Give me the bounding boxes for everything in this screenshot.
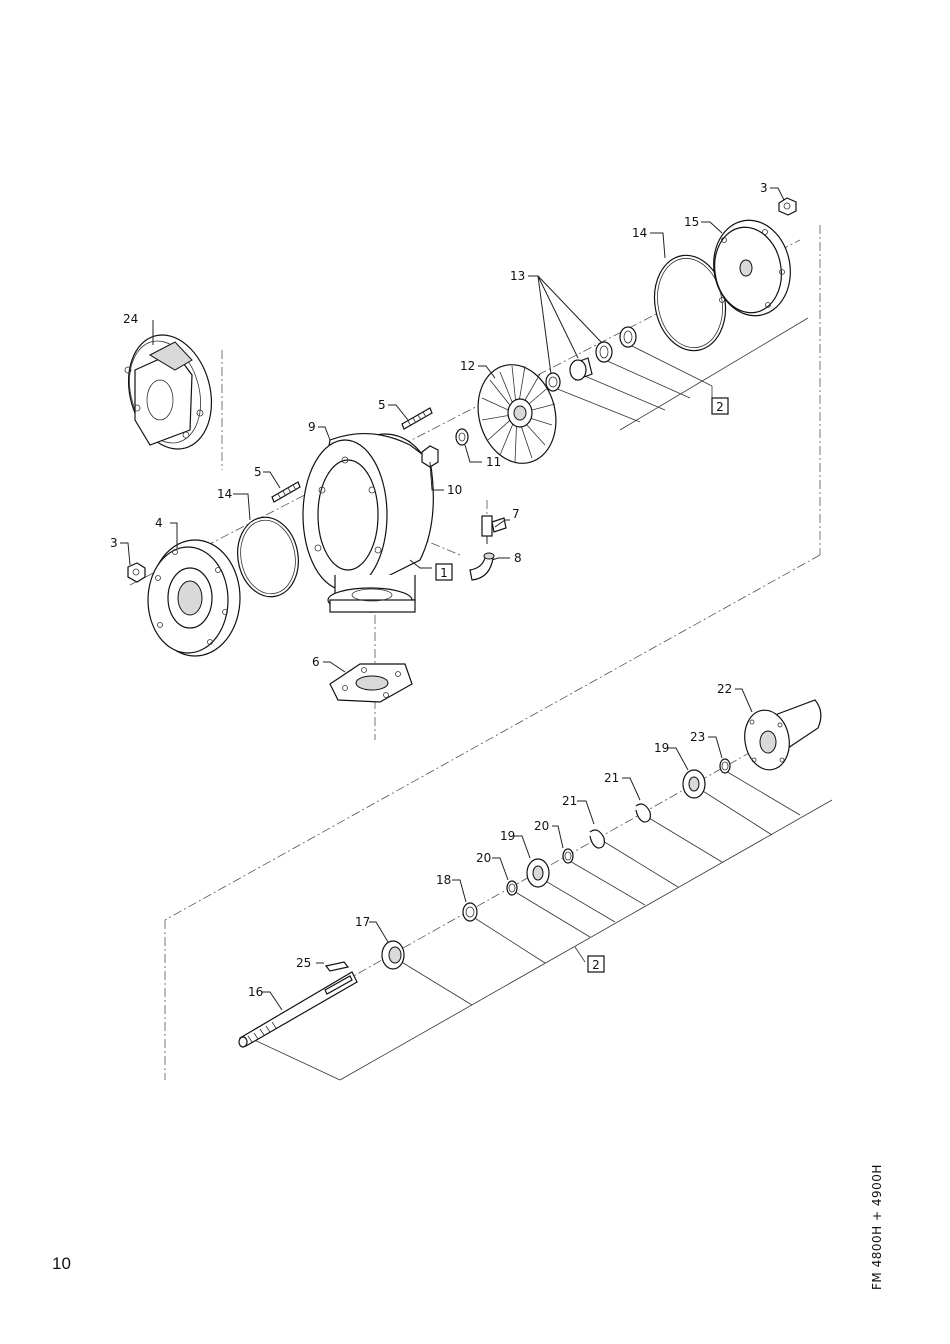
part-25-key <box>326 962 348 971</box>
part-4-end-cover <box>148 540 240 656</box>
callout-22: 22 <box>717 682 732 696</box>
callout-box-1: 1 <box>436 564 452 580</box>
part-8-elbow-fitting <box>470 553 494 580</box>
callout-10: 10 <box>447 483 462 497</box>
part-24-adapter-flange <box>116 326 223 459</box>
callout-13: 13 <box>510 269 525 283</box>
callout-25: 25 <box>296 956 311 970</box>
callout-12: 12 <box>460 359 475 373</box>
callout-21-right: 21 <box>604 771 619 785</box>
model-code: FM 4800H + 4900H <box>870 1164 884 1290</box>
callout-17: 17 <box>355 915 370 929</box>
callout-19-left: 19 <box>500 829 515 843</box>
part-5-stud-left <box>272 482 300 502</box>
part-7-drain-valve <box>482 516 506 544</box>
callout-box-2-upper: 2 <box>712 398 728 414</box>
callout-5-left: 5 <box>254 465 262 479</box>
part-20-spacer-left <box>507 881 517 895</box>
callout-7: 7 <box>512 507 520 521</box>
callout-6: 6 <box>312 655 320 669</box>
callout-20-right: 20 <box>534 819 549 833</box>
svg-text:1: 1 <box>440 566 448 580</box>
callout-3-left: 3 <box>110 536 118 550</box>
callout-box-2-lower: 2 <box>588 956 604 972</box>
callout-23: 23 <box>690 730 705 744</box>
part-21-circlip-left <box>590 830 604 848</box>
assembly-centerlines <box>130 225 820 1080</box>
callout-24: 24 <box>123 312 138 326</box>
part-21-circlip-right <box>636 804 650 822</box>
part-9-pump-casing <box>303 434 433 612</box>
part-3-nut-right <box>779 198 796 215</box>
callout-19-right: 19 <box>654 741 669 755</box>
callout-11: 11 <box>486 455 501 469</box>
svg-text:2: 2 <box>716 400 724 414</box>
part-23-spacer <box>720 759 730 773</box>
part-22-bearing-housing <box>740 700 821 773</box>
part-14-o-ring-left <box>232 512 305 601</box>
callout-8: 8 <box>514 551 522 565</box>
callout-14-right: 14 <box>632 226 647 240</box>
part-16-shaft <box>239 972 357 1047</box>
callout-20-left: 20 <box>476 851 491 865</box>
part-3-nut-left <box>128 563 145 582</box>
page-number: 10 <box>52 1254 71 1274</box>
callout-21-left: 21 <box>562 794 577 808</box>
callout-14-left: 14 <box>217 487 232 501</box>
kit-2-lower-leaders <box>250 770 832 1080</box>
callout-9: 9 <box>308 420 316 434</box>
callout-16: 16 <box>248 985 263 999</box>
svg-text:2: 2 <box>592 958 600 972</box>
part-19-bearing-left <box>527 859 549 887</box>
part-19-bearing-right <box>683 770 705 798</box>
callout-5-right: 5 <box>378 398 386 412</box>
part-17-bearing-cap <box>382 941 404 969</box>
callout-15: 15 <box>684 215 699 229</box>
callout-18: 18 <box>436 873 451 887</box>
part-13-mechanical-seal <box>546 327 636 391</box>
part-18-seal-ring <box>463 903 477 921</box>
part-11-washer <box>456 429 468 445</box>
callout-4: 4 <box>155 516 163 530</box>
part-20-spacer-right <box>563 849 573 863</box>
callout-3-right: 3 <box>760 181 768 195</box>
